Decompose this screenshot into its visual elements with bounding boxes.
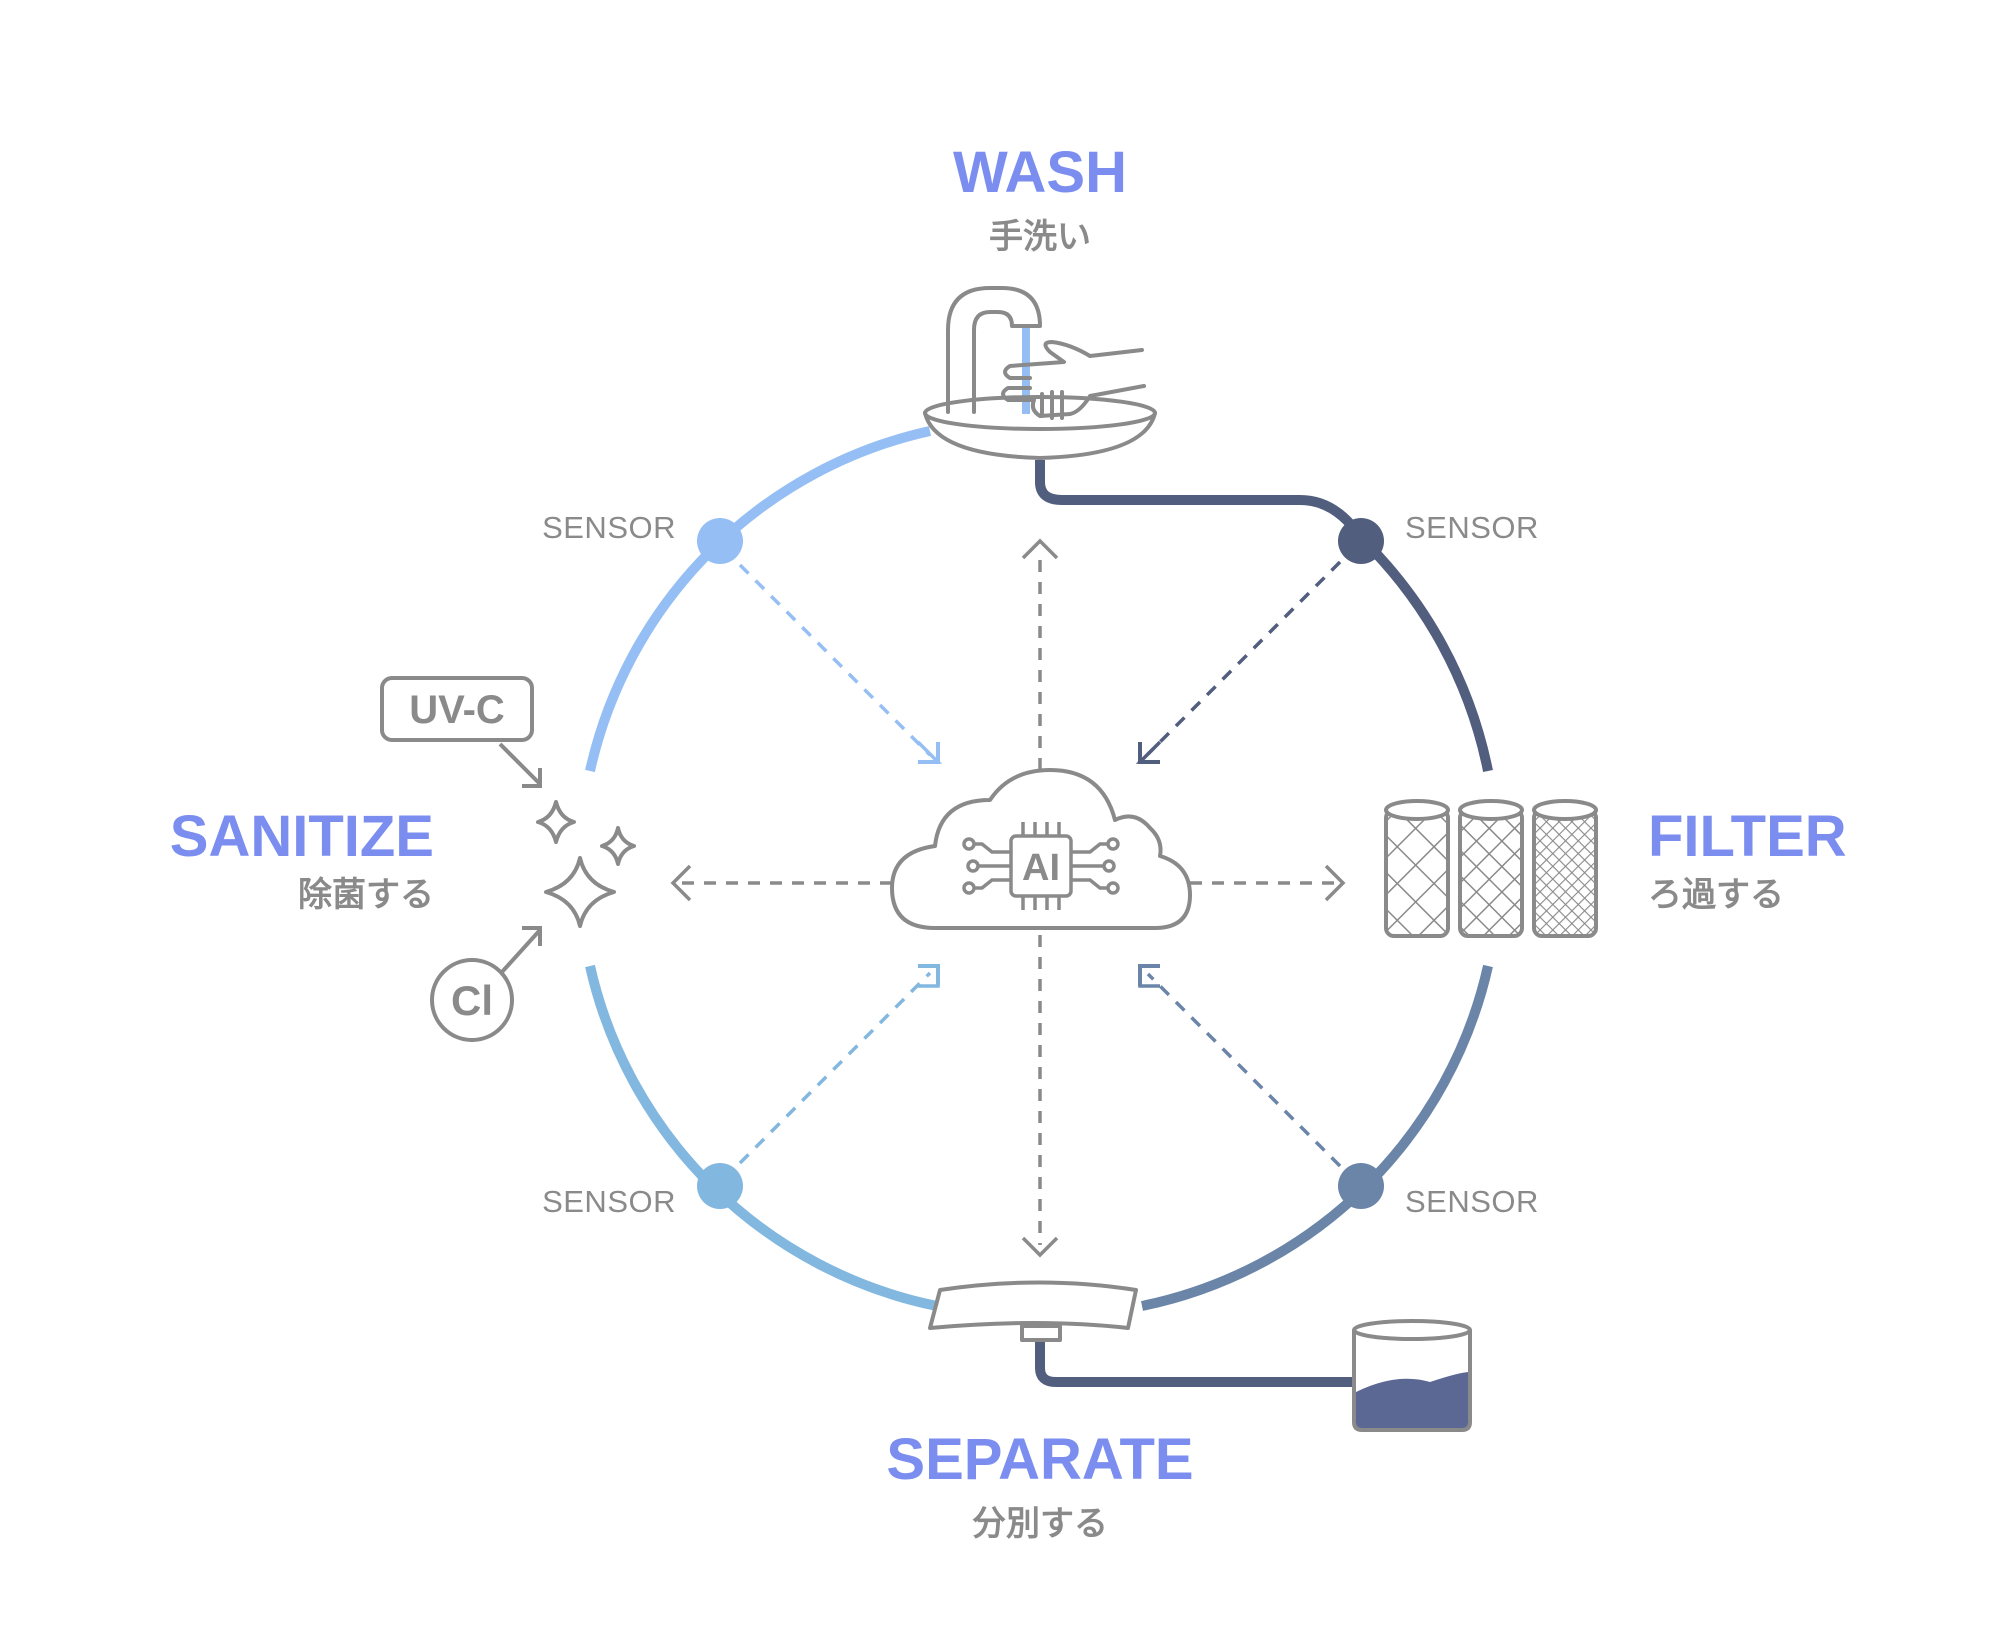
arrowhead-tr	[1135, 740, 1162, 764]
uvc-label: UV-C	[409, 688, 505, 732]
sparkle-small-2	[600, 826, 636, 866]
sensor-dot-bottom-left	[697, 1163, 743, 1209]
filter-cartridge-medium	[1458, 799, 1524, 938]
bracket-tl	[918, 742, 940, 764]
sparkle-small-1	[536, 800, 576, 844]
ai-label: AI	[1022, 847, 1060, 889]
step-subtitle-wash: 手洗い	[989, 217, 1091, 257]
arc-wash-to-sanitize	[585, 426, 932, 773]
separator-icon	[928, 1280, 1138, 1342]
chlorine-arrow	[500, 928, 542, 974]
connector-sensor-bl-to-ai	[738, 971, 932, 1165]
water-stream	[1022, 326, 1030, 414]
uvc-badge: UV-C	[380, 676, 542, 788]
dashed-connectors	[680, 552, 1342, 1245]
tank-body	[1352, 1330, 1472, 1432]
sensor-label-bottom-right: SENSOR	[1405, 1184, 1539, 1219]
chlorine-label: Cl	[451, 977, 493, 1024]
arc-wash-to-filter	[1357, 534, 1493, 772]
arrowhead-tl	[916, 740, 943, 764]
chlorine-arrowhead	[522, 926, 542, 946]
tank-water	[1354, 1372, 1470, 1430]
collection-tank-icon	[1352, 1319, 1472, 1432]
drain-pipe-separate	[1035, 1342, 1354, 1387]
connector-sensor-tl-to-ai	[738, 563, 932, 757]
step-title-sanitize: SANITIZE	[170, 804, 434, 869]
chlorine-badge: Cl	[430, 926, 542, 1042]
step-title-filter: FILTER	[1648, 804, 1847, 869]
sparkle-large	[544, 856, 616, 928]
faucet-icon	[946, 286, 1042, 414]
bracket-corners	[918, 742, 1160, 986]
bracket-bl	[918, 964, 940, 986]
step-subtitle-sanitize: 除菌する	[298, 875, 434, 915]
bracket-br	[1138, 964, 1160, 986]
chip-icon	[962, 822, 1120, 910]
connector-sensor-br-to-ai	[1146, 972, 1342, 1168]
arrowhead-right	[1324, 864, 1346, 902]
step-title-separate: SEPARATE	[886, 1427, 1193, 1492]
filter-cartridge-coarse	[1384, 799, 1450, 938]
hand-top-icon	[1003, 340, 1144, 380]
sanitize-sparkle-icon	[536, 800, 636, 928]
step-subtitle-separate: 分別する	[972, 1504, 1108, 1544]
uvc-arrow	[498, 742, 542, 786]
sensor-dot-top-left	[697, 518, 743, 564]
sensor-label-top-right: SENSOR	[1405, 510, 1539, 545]
sensor-dot-bottom-right	[1338, 1163, 1384, 1209]
arrowhead-up	[1021, 538, 1059, 560]
filter-cartridges-icon	[1384, 799, 1598, 938]
ai-cloud-hub: AI	[890, 768, 1192, 930]
separator-tray	[928, 1280, 1138, 1330]
sensor-label-bottom-left: SENSOR	[542, 1184, 676, 1219]
uvc-arrowhead	[522, 768, 542, 788]
separator-outlet	[1020, 1324, 1062, 1342]
sensor-dot-top-right	[1338, 518, 1384, 564]
sensor-label-top-left: SENSOR	[542, 510, 676, 545]
drain-pipe-wash	[1035, 460, 1366, 541]
basin-body	[923, 411, 1157, 460]
finger-lines	[1040, 390, 1064, 420]
hand-bottom-icon	[1001, 384, 1146, 418]
arrowhead-down	[1021, 1236, 1059, 1258]
bracket-tr	[1138, 742, 1160, 764]
wash-sink-icon	[923, 286, 1157, 460]
filter-cartridge-fine	[1532, 799, 1598, 938]
tank-rim	[1352, 1319, 1472, 1341]
connector-sensor-tr-to-ai	[1146, 560, 1342, 756]
step-subtitle-filter: ろ過する	[1648, 875, 1784, 915]
arc-separate-to-filter	[1140, 964, 1493, 1311]
step-title-wash: WASH	[953, 140, 1127, 205]
arrowhead-left	[670, 864, 692, 902]
